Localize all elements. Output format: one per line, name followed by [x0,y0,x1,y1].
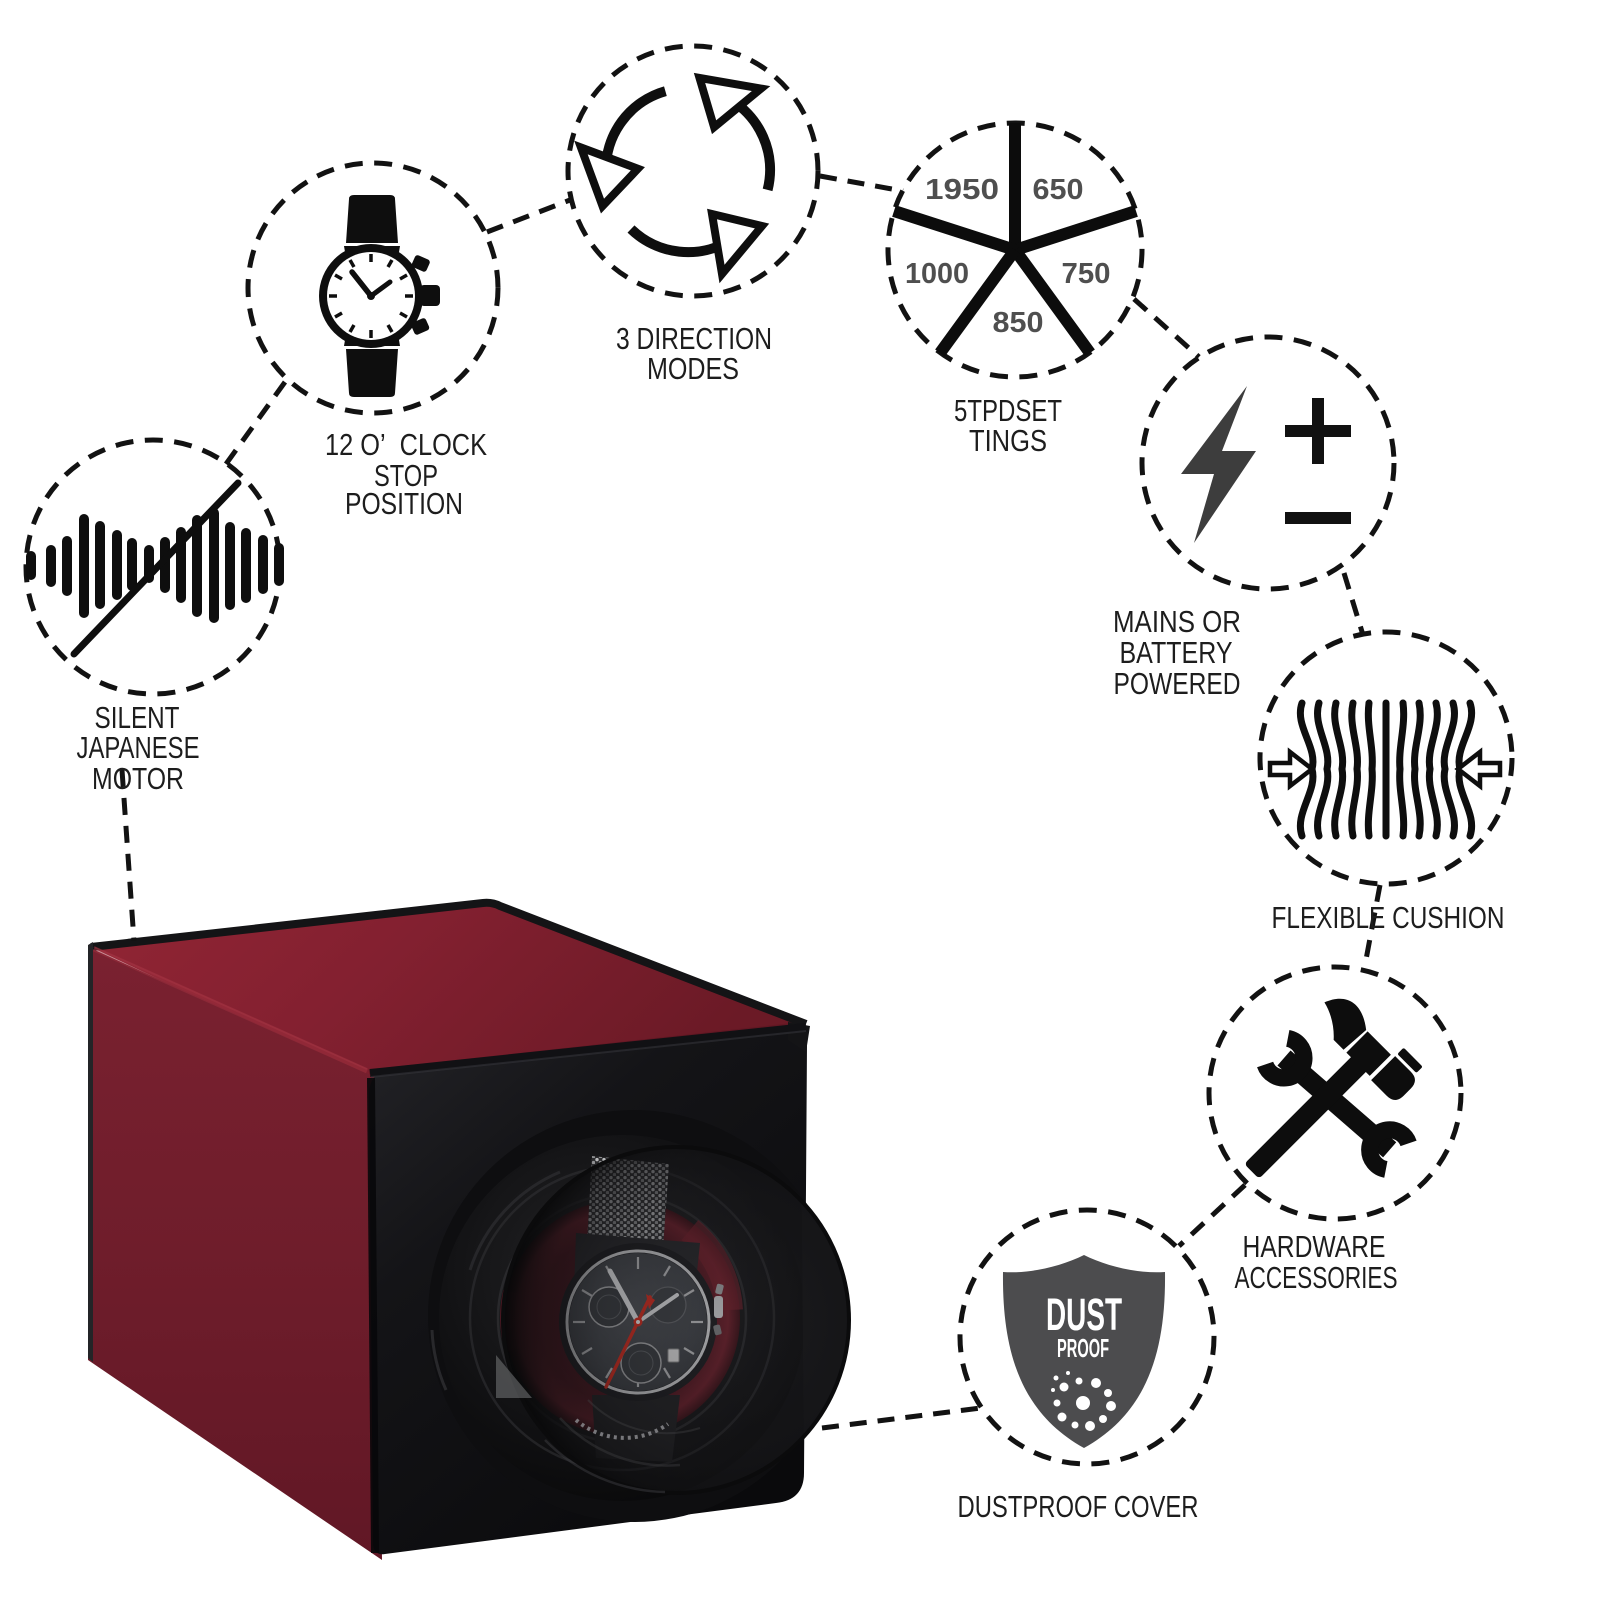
svg-text:850: 850 [993,307,1044,339]
svg-text:750: 750 [1062,258,1111,290]
svg-text:MOTOR: MOTOR [92,761,184,796]
svg-text:POSITION: POSITION [345,486,463,521]
svg-text:PROOF: PROOF [1057,1333,1109,1363]
svg-text:5TPDSET: 5TPDSET [954,393,1062,428]
svg-text:BATTERY: BATTERY [1120,635,1233,670]
svg-text:SILENT: SILENT [95,700,180,735]
svg-text:POWERED: POWERED [1114,666,1241,701]
svg-text:ACCESSORIES: ACCESSORIES [1235,1260,1398,1295]
svg-text:HARDWARE: HARDWARE [1243,1229,1386,1264]
svg-text:1950: 1950 [925,174,999,206]
svg-text:1000: 1000 [905,258,969,290]
svg-text:STOP: STOP [374,458,438,493]
svg-text:JAPANESE: JAPANESE [77,730,200,765]
svg-text:DUSTPROOF COVER: DUSTPROOF COVER [958,1489,1199,1524]
svg-text:TINGS: TINGS [969,423,1047,458]
svg-text:DUST: DUST [1046,1289,1122,1340]
svg-text:3 DIRECTION: 3 DIRECTION [616,321,772,356]
svg-text:12 O’ CLOCK: 12 O’ CLOCK [325,427,487,462]
svg-text:FLEXIBLE CUSHION: FLEXIBLE CUSHION [1272,900,1505,935]
svg-text:MAINS OR: MAINS OR [1113,604,1241,639]
svg-text:650: 650 [1033,174,1084,206]
svg-text:MODES: MODES [647,351,739,386]
